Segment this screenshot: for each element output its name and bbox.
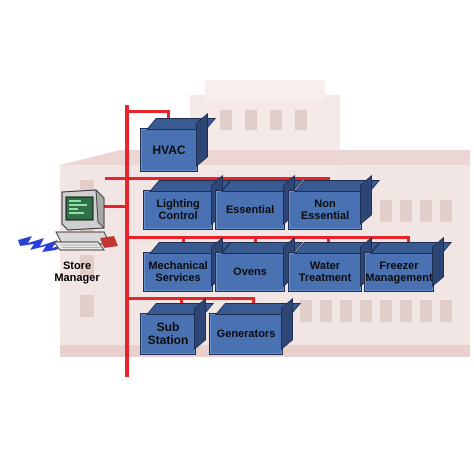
bus-top-stub <box>125 110 170 113</box>
mechanical-services-box: Mechanical Services <box>143 236 232 292</box>
hvac-box: HVAC <box>140 112 217 172</box>
ovens-label: Ovens <box>233 266 267 278</box>
non-essential-label: Non Essential <box>300 198 350 222</box>
water-treatment-label: Water Treatment <box>298 260 352 284</box>
water-treatment-box: Water Treatment <box>288 236 381 292</box>
sub-station-label: Sub Station <box>147 320 189 347</box>
manager-link <box>103 205 127 208</box>
bus-row2 <box>125 236 410 239</box>
computer-icon <box>18 188 118 252</box>
lighting-control-box: Lighting Control <box>143 174 232 230</box>
main-bus-vertical <box>125 105 129 377</box>
mechanical-services-label: Mechanical Services <box>148 260 208 284</box>
generators-box: Generators <box>209 297 302 355</box>
non-essential-box: Non Essential <box>288 174 381 230</box>
bus-row3 <box>125 297 255 300</box>
bus-top-drop <box>167 110 170 122</box>
essential-label: Essential <box>225 204 275 216</box>
lighting-control-label: Lighting Control <box>156 198 200 222</box>
sub-station-box: Sub Station <box>140 297 215 355</box>
store-manager-label: Store Manager <box>54 260 100 284</box>
generators-label: Generators <box>216 328 276 340</box>
freezer-management-label: Freezer Management <box>365 260 433 284</box>
network-signal-icon <box>18 236 66 252</box>
essential-box: Essential <box>215 174 304 230</box>
freezer-management-box: Freezer Management <box>364 236 453 292</box>
ovens-box: Ovens <box>215 236 304 292</box>
hvac-label: HVAC <box>152 143 186 157</box>
